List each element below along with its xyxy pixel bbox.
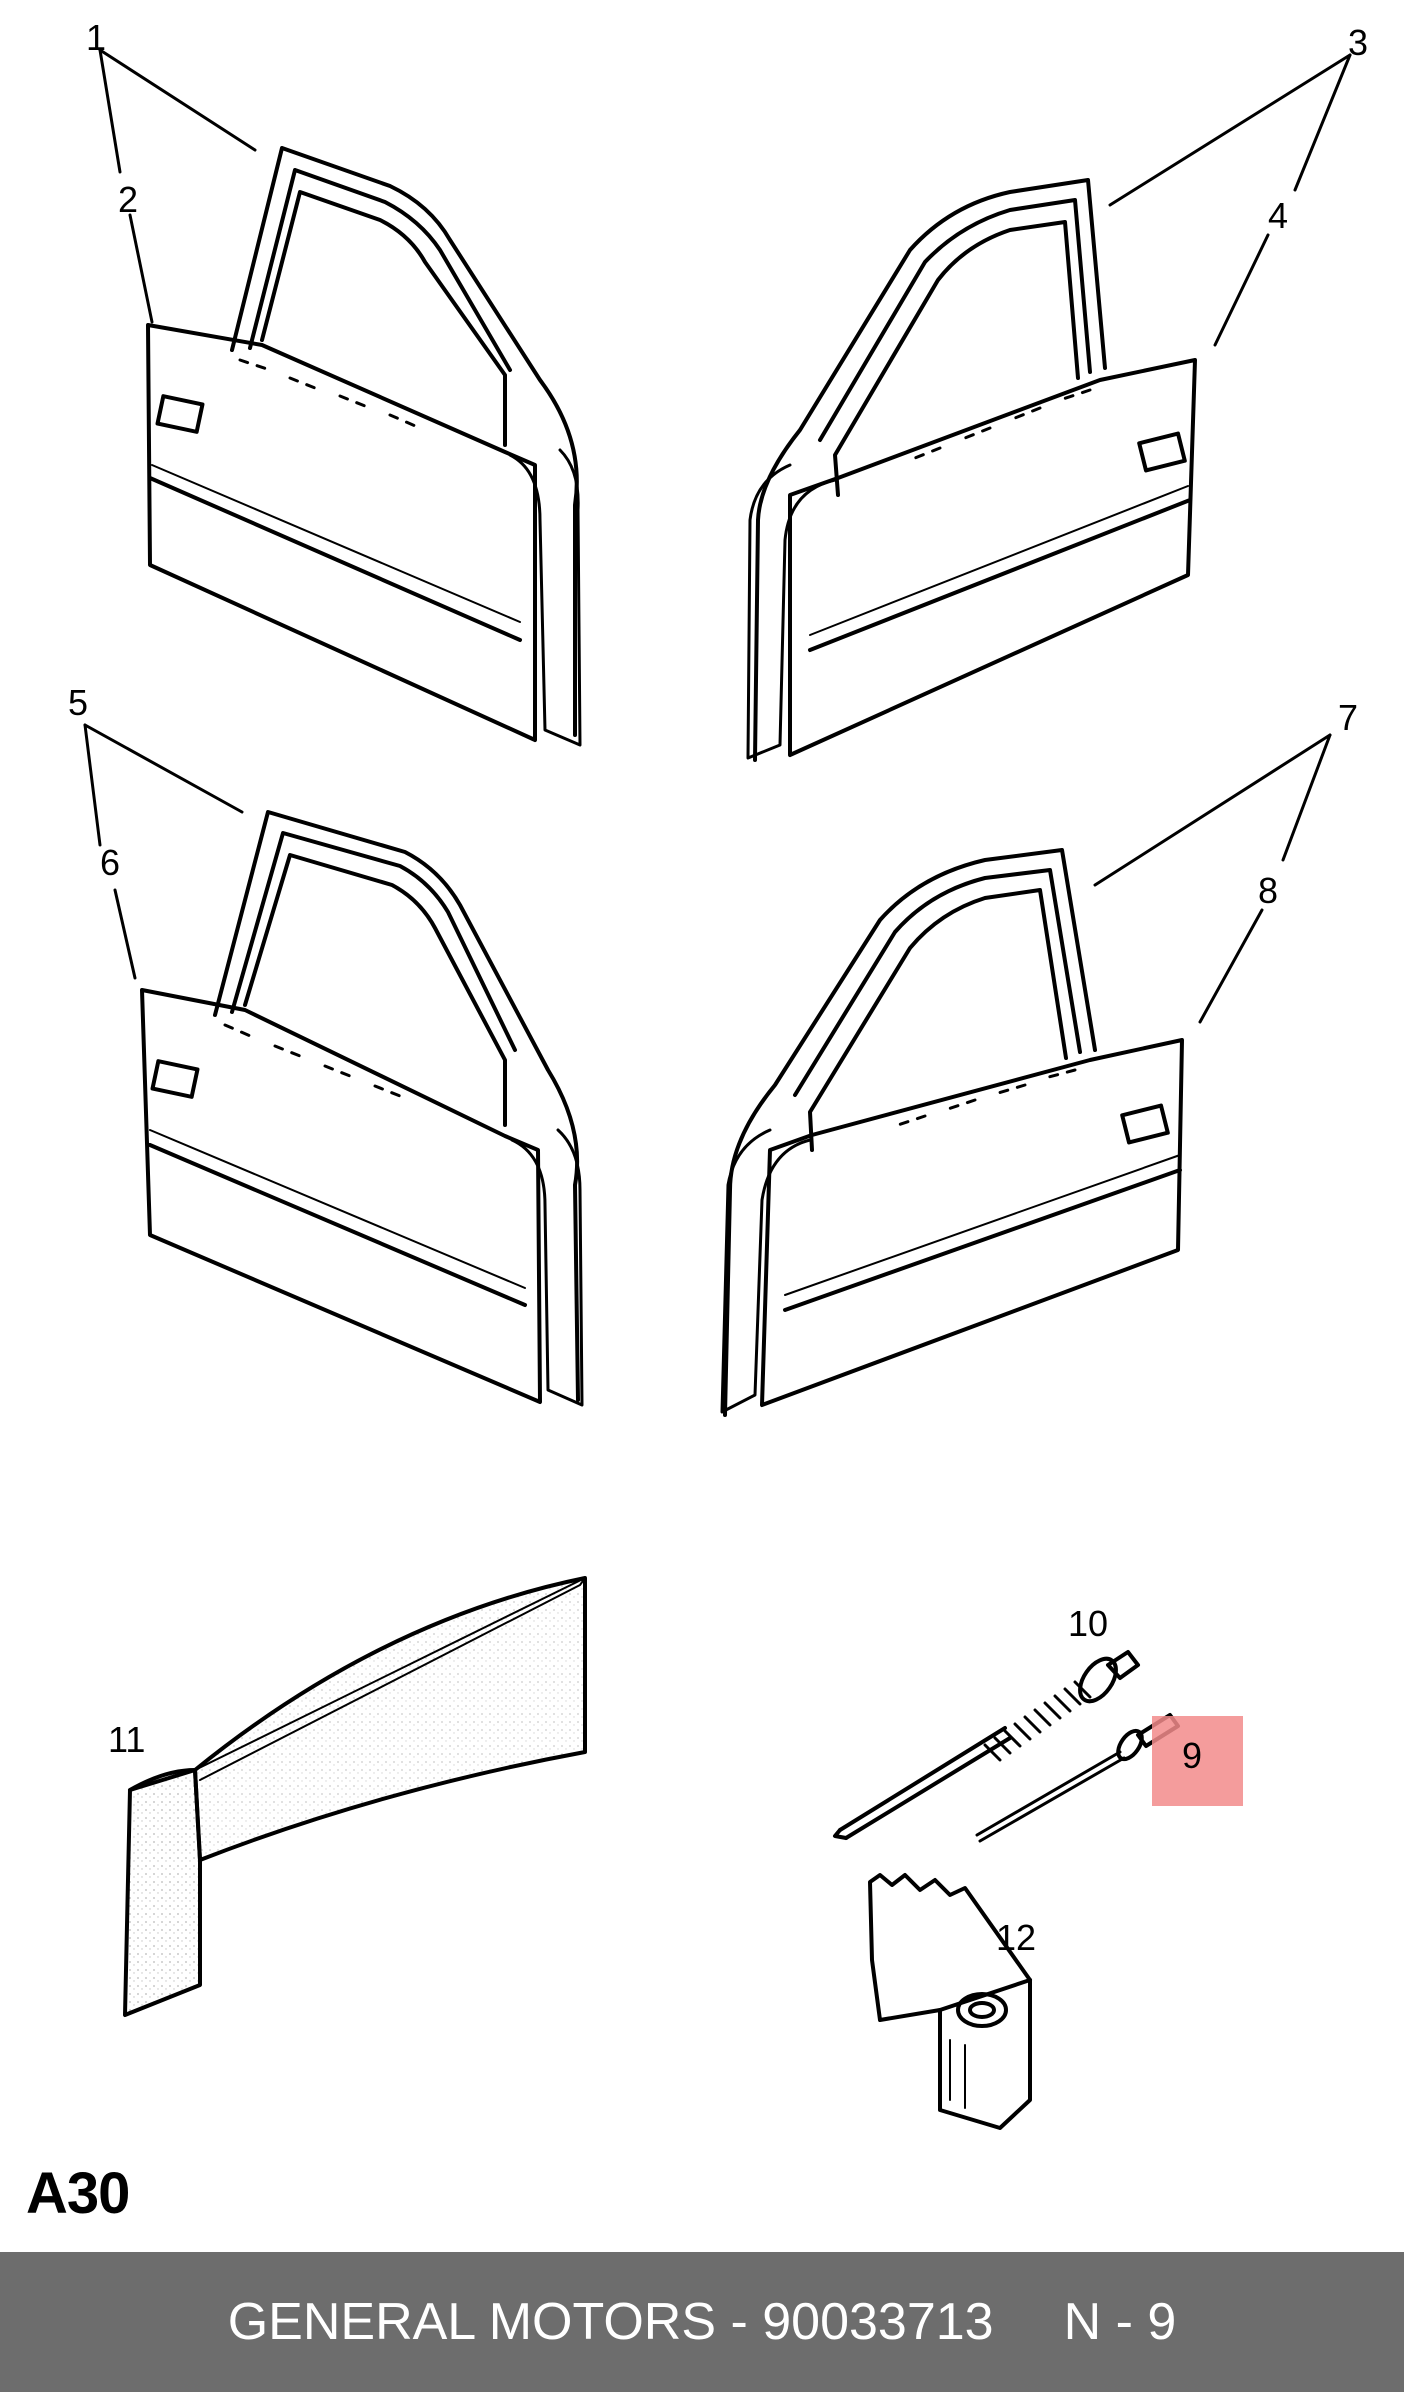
callout-8: 8 [1258, 870, 1278, 911]
door-belt-line [148, 1143, 527, 1307]
callout-12: 12 [996, 1917, 1036, 1958]
callout-3: 3 [1348, 22, 1368, 63]
leader-3b [1293, 53, 1352, 192]
hinge-knuckle [938, 1978, 1032, 2130]
pin-shaft [975, 1750, 1126, 1843]
door-handle [155, 394, 205, 434]
door-insulation-pad [123, 1576, 587, 2017]
leader-7b [1281, 733, 1332, 862]
leader-3a [1108, 53, 1352, 207]
door-window-inner [833, 220, 1080, 497]
callout-7: 7 [1338, 697, 1358, 738]
callout-1: 1 [86, 17, 106, 58]
pad-top [194, 1577, 586, 1781]
door-frame-outer [723, 848, 1097, 1417]
door-handle [150, 1059, 200, 1099]
door-hinge [868, 1873, 1032, 2130]
callout-11: 11 [108, 1719, 145, 1760]
callout-6: 6 [100, 842, 120, 883]
door-window-inner [808, 888, 1068, 1152]
callout-2: 2 [118, 179, 138, 220]
door-weatherstrip [746, 463, 837, 760]
callout-10: 10 [1068, 1603, 1108, 1644]
leader-4 [1213, 233, 1270, 347]
door-panel [760, 1038, 1184, 1407]
door-handle [1137, 431, 1187, 473]
footer-position: N - 9 [1063, 2293, 1177, 2351]
leader-1b [98, 48, 122, 174]
door-seal-dashes [908, 388, 1092, 462]
pad-front [123, 1768, 202, 2017]
pin-collar [1116, 1728, 1144, 1762]
door-frame-outer [753, 178, 1107, 762]
door-frame-outer [213, 810, 580, 1402]
door-rear-right [720, 848, 1184, 1417]
door-belt-line-2 [784, 1154, 1181, 1296]
hinge-plate [868, 1873, 1032, 2022]
hinge-leaf-shade [949, 2039, 966, 2109]
door-panel [140, 988, 542, 1404]
callout-5: 5 [68, 682, 88, 723]
leader-lines [83, 48, 1352, 1024]
callout-9: 9 [1182, 1735, 1202, 1776]
parts-diagram: 1 2 3 4 5 6 7 8 9 10 11 12 [68, 17, 1368, 2130]
door-window-inner [260, 190, 507, 447]
bolt-shaft [838, 1726, 1012, 1840]
door-seal-dashes [223, 1023, 407, 1100]
door-seal-dashes [893, 1068, 1077, 1128]
door-panel [146, 323, 537, 742]
leader-1a [98, 48, 257, 152]
door-frame-inner [230, 831, 517, 1052]
door-seal-dashes [238, 358, 422, 430]
leader-7a [1093, 733, 1332, 887]
footer-bar: GENERAL MOTORS - 90033713 N - 9 [0, 2252, 1404, 2392]
door-handle [1120, 1103, 1170, 1145]
callout-4: 4 [1268, 195, 1288, 236]
door-belt-line [783, 1168, 1182, 1312]
pad-top-edge [128, 1768, 197, 1792]
bolt-with-spring [833, 1650, 1140, 1840]
bolt-tip [833, 1828, 848, 1840]
door-weatherstrip [510, 1128, 584, 1407]
door-frame-outer [230, 146, 579, 737]
door-frame-inner [793, 868, 1082, 1097]
door-belt-line-2 [149, 1129, 526, 1289]
door-panel [788, 358, 1197, 757]
door-window-inner [243, 853, 507, 1127]
bolt-spring [983, 1680, 1092, 1762]
door-belt-line [148, 476, 522, 642]
leader-8 [1198, 908, 1264, 1024]
leader-2 [128, 213, 154, 324]
sheet-code: A30 [26, 2161, 130, 2226]
highlight-box [1152, 1716, 1243, 1806]
door-frame-inner [248, 168, 512, 372]
door-front-right [746, 178, 1197, 762]
door-belt-line [808, 498, 1192, 652]
door-rear-left [140, 810, 584, 1407]
door-belt-line-2 [151, 464, 521, 623]
bolt-head [1106, 1650, 1140, 1680]
leader-5b [83, 723, 102, 847]
door-front-left [146, 146, 582, 747]
footer-part-info: GENERAL MOTORS - 90033713 [227, 2293, 994, 2351]
hinge-pin-top [956, 1992, 1008, 2028]
door-frame-inner [818, 198, 1092, 442]
hinge-pin-hole [968, 2001, 996, 2019]
pad-face [193, 1576, 587, 1862]
door-belt-line-2 [809, 485, 1189, 636]
leader-5a [83, 723, 244, 814]
door-weatherstrip [508, 448, 582, 747]
door-weatherstrip [720, 1128, 812, 1414]
leader-6 [113, 888, 137, 980]
